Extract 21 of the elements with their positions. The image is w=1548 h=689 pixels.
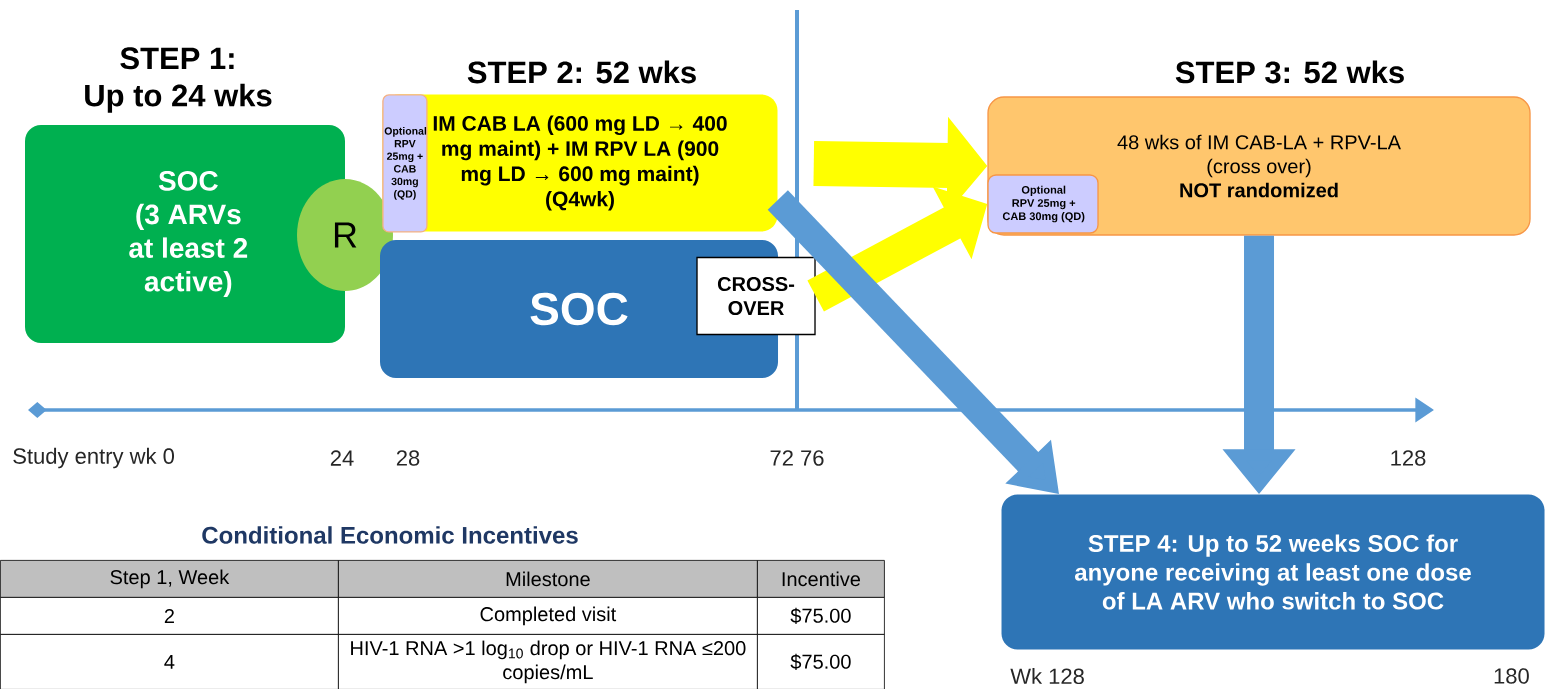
crossover-box: CROSS-OVER <box>696 256 816 336</box>
axis-label: 128 <box>1391 450 1426 466</box>
table-header-cell: Incentive <box>757 560 885 598</box>
axis-label: 24 <box>330 450 354 466</box>
axis-label: 28 <box>396 450 420 466</box>
table-cell: $75.00 <box>757 597 885 635</box>
table-header-cell: Step 1, Week <box>0 560 339 598</box>
process-box: STEP 4: Up to 52 weeks SOC for anyone receiving at least one dose of LA ARV who switch to SOC <box>1001 494 1545 650</box>
step-heading: STEP 3: 52 wks <box>1175 60 1404 84</box>
option-box: Optional RPV 25mg + CAB 30mg (QD) <box>382 94 428 233</box>
table-title: Conditional Economic Incentives <box>202 526 578 544</box>
step-heading: STEP 1: Up to 24 wks <box>85 47 272 113</box>
axis-label: 180 <box>1494 668 1529 684</box>
axis-label: 72 76 <box>770 450 824 466</box>
axis-label: Study entry wk 0 <box>13 447 174 469</box>
step-heading: STEP 2: 52 wks <box>467 60 696 84</box>
table-cell: $75.00 <box>757 634 885 689</box>
table-cell: 4 <box>0 634 339 689</box>
axis-label: Wk 128 <box>1010 667 1084 685</box>
option-box: Optional RPV 25mg + CAB 30mg (QD) <box>987 174 1099 234</box>
table-cell: 2 <box>0 597 339 635</box>
